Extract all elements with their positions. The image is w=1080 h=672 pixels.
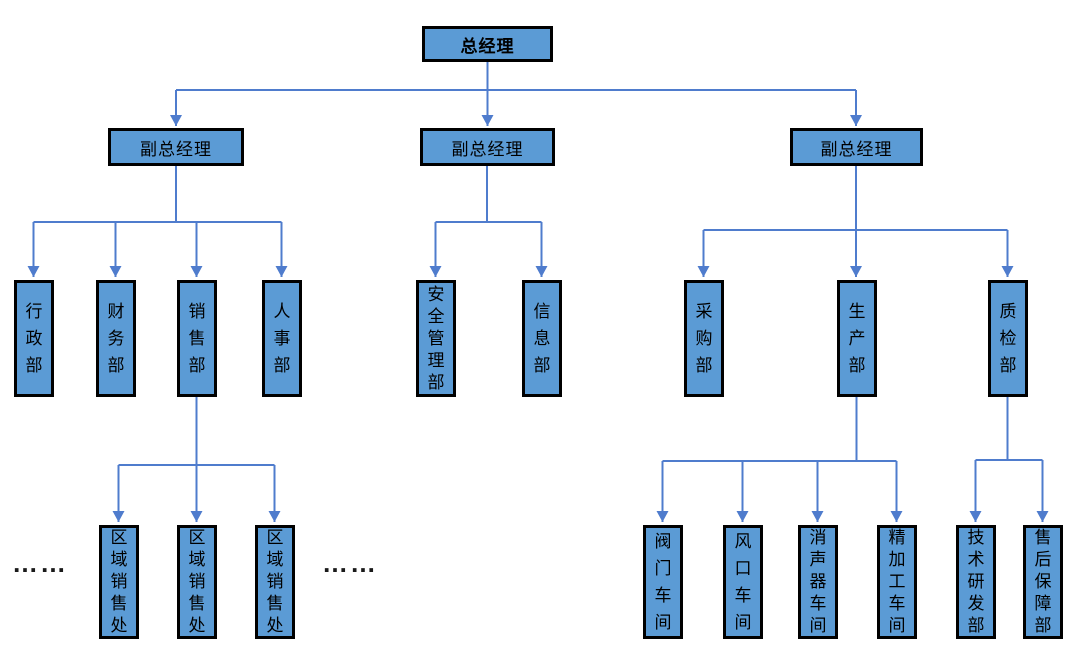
node-muffler-workshop: 消声器车间 bbox=[798, 525, 838, 639]
node-label: 质检部 bbox=[999, 302, 1017, 375]
node-deputy-gm-3: 副总经理 bbox=[790, 128, 923, 166]
node-regional-sales-3: 区域销售处 bbox=[255, 525, 295, 639]
node-finance-dept: 财务部 bbox=[96, 280, 136, 397]
ellipsis-left: …… bbox=[12, 548, 68, 578]
node-label: 信息部 bbox=[533, 302, 551, 375]
node-label: 采购部 bbox=[695, 302, 713, 375]
node-production-dept: 生产部 bbox=[837, 280, 877, 397]
node-general-manager: 总经理 bbox=[422, 26, 553, 62]
node-rnd-dept: 技术研发部 bbox=[956, 525, 996, 639]
node-aftersales-dept: 售后保障部 bbox=[1023, 525, 1063, 639]
node-finishing-workshop: 精加工车间 bbox=[877, 525, 917, 639]
node-label: 行政部 bbox=[25, 302, 43, 375]
node-label: 销售部 bbox=[188, 302, 206, 375]
node-label: 人事部 bbox=[273, 302, 291, 375]
node-label: 消声器车间 bbox=[809, 528, 827, 635]
node-regional-sales-1: 区域销售处 bbox=[99, 525, 139, 639]
ellipsis-right: …… bbox=[322, 548, 378, 578]
node-label: 安全管理部 bbox=[427, 284, 445, 392]
node-airvent-workshop: 风口车间 bbox=[723, 525, 763, 639]
node-valve-workshop: 阀门车间 bbox=[643, 525, 683, 639]
node-regional-sales-2: 区域销售处 bbox=[177, 525, 217, 639]
node-label: 副总经理 bbox=[140, 139, 212, 159]
node-label: 精加工车间 bbox=[888, 528, 906, 635]
node-info-dept: 信息部 bbox=[522, 280, 562, 397]
node-deputy-gm-2: 副总经理 bbox=[420, 128, 555, 166]
node-sales-dept: 销售部 bbox=[177, 280, 217, 397]
node-label: 区域销售处 bbox=[266, 528, 284, 635]
node-label: 区域销售处 bbox=[188, 528, 206, 635]
node-label: 售后保障部 bbox=[1034, 528, 1052, 635]
node-label: 风口车间 bbox=[734, 532, 752, 632]
node-label: 技术研发部 bbox=[967, 528, 985, 635]
node-label: 财务部 bbox=[107, 302, 125, 375]
node-label: 区域销售处 bbox=[110, 528, 128, 635]
node-admin-dept: 行政部 bbox=[14, 280, 54, 397]
node-label: 副总经理 bbox=[451, 139, 524, 159]
node-safety-mgmt-dept: 安全管理部 bbox=[416, 280, 456, 397]
node-label: 阀门车间 bbox=[654, 532, 672, 632]
node-label: 总经理 bbox=[460, 36, 515, 56]
node-deputy-gm-1: 副总经理 bbox=[108, 128, 244, 166]
node-hr-dept: 人事部 bbox=[262, 280, 302, 397]
node-qc-dept: 质检部 bbox=[988, 280, 1028, 397]
node-procurement-dept: 采购部 bbox=[684, 280, 724, 397]
node-label: 副总经理 bbox=[820, 139, 893, 159]
node-label: 生产部 bbox=[848, 302, 866, 375]
